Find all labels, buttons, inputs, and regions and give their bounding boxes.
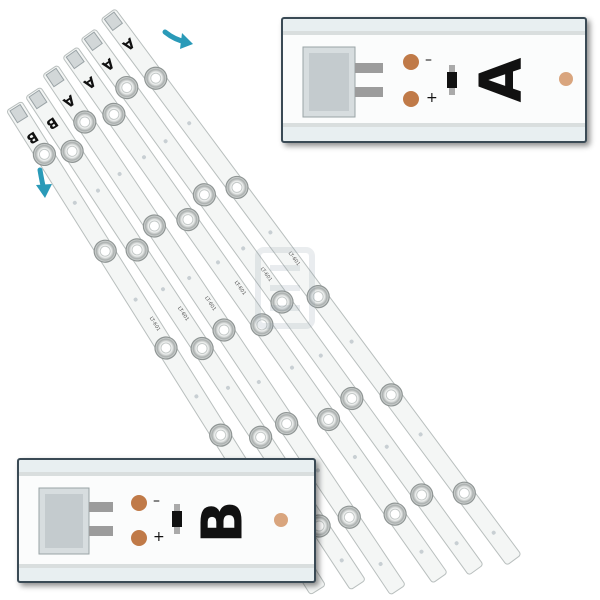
led-core — [343, 511, 355, 523]
led-core — [231, 181, 243, 193]
board-dot — [141, 155, 146, 160]
led-core — [276, 296, 288, 308]
board-dot — [215, 260, 220, 265]
led-core — [215, 429, 227, 441]
led-core — [458, 487, 470, 499]
solder-pad-minus — [403, 54, 419, 70]
led-core — [218, 324, 230, 336]
strip-board — [101, 9, 521, 565]
board-dot — [268, 230, 273, 235]
led-strip: ALT-601 — [81, 29, 483, 575]
led-core — [196, 343, 208, 355]
inset-strip-b: – + B — [17, 458, 316, 583]
board-dot — [289, 365, 294, 370]
led-core — [99, 245, 111, 257]
led-core — [148, 220, 160, 232]
led-core — [323, 413, 335, 425]
led-strip: ALT-601 — [63, 47, 447, 583]
board-dot — [187, 276, 192, 281]
minus-label: – — [425, 52, 432, 68]
led-core — [416, 489, 428, 501]
strip-connector — [83, 31, 103, 52]
led-core — [346, 392, 358, 404]
led-core — [182, 214, 194, 226]
board-dot — [339, 558, 344, 563]
watermark-logo — [255, 247, 315, 329]
strip-letter: A — [466, 57, 535, 103]
diode — [172, 504, 182, 534]
led-core — [150, 72, 162, 84]
led-core — [121, 82, 133, 94]
board-dot — [315, 468, 320, 473]
board-dot — [241, 246, 246, 251]
board-dot — [163, 139, 168, 144]
board-dot — [133, 297, 138, 302]
led-core — [108, 108, 120, 120]
led-core — [385, 389, 397, 401]
board-dot — [117, 172, 122, 177]
board-dot — [72, 200, 77, 205]
arrow-icon — [36, 167, 52, 198]
strip-connector — [65, 49, 85, 70]
board-dot — [349, 339, 354, 344]
board-dot — [96, 188, 101, 193]
connector — [302, 46, 383, 118]
arrow-icon — [162, 29, 193, 49]
strip-connector — [9, 103, 29, 124]
inset-strip-a: – + A — [281, 17, 587, 143]
strip-letter: B — [190, 500, 256, 544]
board-dot — [491, 530, 496, 535]
connector — [38, 487, 113, 555]
board-dot — [194, 394, 199, 399]
led-core — [255, 431, 267, 443]
led-core — [389, 508, 401, 520]
led-core — [198, 189, 210, 201]
solder-pad — [274, 513, 288, 527]
led-core — [160, 342, 172, 354]
solder-pad-minus — [131, 495, 147, 511]
led-core — [131, 244, 143, 256]
strip-connector — [28, 89, 48, 110]
led-core — [281, 418, 293, 430]
board-dot — [418, 432, 423, 437]
board-dot — [378, 561, 383, 566]
board-dot — [256, 380, 261, 385]
board-dot — [384, 444, 389, 449]
plus-label: + — [153, 529, 165, 545]
diode — [447, 65, 457, 95]
led-core — [256, 319, 268, 331]
led-strip: ALT-601 — [101, 9, 521, 565]
led-core — [312, 291, 324, 303]
board-dot — [318, 353, 323, 358]
minus-label: – — [153, 493, 160, 509]
board-dot — [352, 455, 357, 460]
solder-pad — [559, 72, 573, 86]
board-dot — [187, 121, 192, 126]
strip-connector — [45, 67, 65, 88]
solder-pad-plus — [403, 91, 419, 107]
led-core — [79, 116, 91, 128]
strip-connector — [103, 11, 124, 32]
plus-label: + — [426, 90, 438, 106]
solder-pad-plus — [131, 530, 147, 546]
board-dot — [454, 541, 459, 546]
board-dot — [161, 287, 166, 292]
led-core — [66, 145, 78, 157]
strip-board — [63, 47, 447, 583]
board-dot — [226, 385, 231, 390]
led-core — [38, 148, 50, 160]
board-dot — [419, 549, 424, 554]
